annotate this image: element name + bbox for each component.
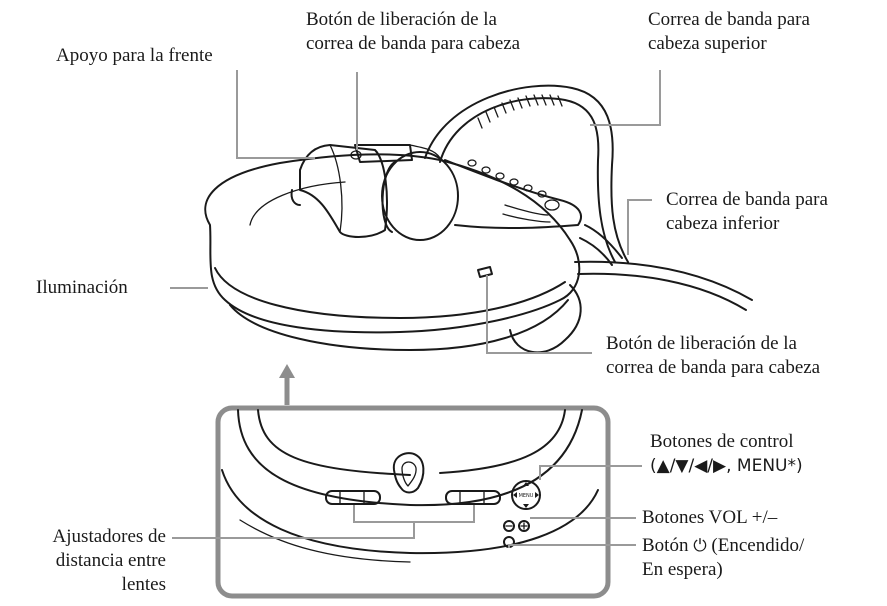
vol-buttons <box>503 520 530 532</box>
label-release-button-bottom: Botón de liberación de la correa de band… <box>606 332 820 380</box>
label-vol-buttons-text: Botones VOL +/– <box>642 507 778 528</box>
leader-forehead-rest <box>236 70 315 159</box>
label-lower-strap-line2: cabeza inferior <box>666 213 780 234</box>
leader-lens-adjusters <box>172 522 415 539</box>
headset-top-view <box>204 84 753 354</box>
label-upper-head-strap: Correa de banda para cabeza superior <box>648 8 810 56</box>
label-forehead-rest: Apoyo para la frente <box>56 44 213 68</box>
leader-lines-top <box>170 70 661 354</box>
leader-lines-bottom <box>172 465 642 548</box>
side-adjust-plate <box>444 159 582 230</box>
label-lower-head-strap: Correa de banda para cabeza inferior <box>666 188 828 236</box>
label-power-line2: En espera) <box>642 559 723 580</box>
label-power-button: Botón ⏻ (Encendido/ En espera) <box>642 534 804 582</box>
lens-adjuster-left <box>325 490 381 505</box>
label-control-buttons-line2: (▲/▼/◀/▶, MENU*) <box>650 456 803 476</box>
label-lens-adjusters: Ajustadores de distancia entre lentes <box>6 525 166 597</box>
label-lens-adjusters-line3: lentes <box>121 574 166 595</box>
label-upper-strap-line1: Correa de banda para <box>648 9 810 30</box>
leader-release-bottom <box>486 275 592 354</box>
upper-head-strap <box>439 97 616 263</box>
label-power-word: Botón <box>642 535 689 556</box>
leader-lower-strap <box>627 199 652 255</box>
label-illumination: Iluminación <box>36 276 128 300</box>
forehead-rest-shape <box>299 144 388 238</box>
lower-head-strap <box>584 224 623 259</box>
callout-frame <box>215 405 611 599</box>
lens-adjuster-right <box>445 490 501 505</box>
main-body <box>204 153 581 334</box>
top-release-button <box>354 144 413 163</box>
leader-upper-strap <box>590 70 661 126</box>
label-vol-buttons: Botones VOL +/– <box>642 506 777 530</box>
label-forehead-rest-text: Apoyo para la frente <box>56 45 213 66</box>
label-release-top-line2: correa de banda para cabeza <box>306 33 521 54</box>
label-release-button-top: Botón de liberación de la correa de band… <box>306 8 520 56</box>
label-power-line1: Botón ⏻ (Encendido/ <box>642 534 804 558</box>
leader-lens-bracket <box>353 505 475 523</box>
label-control-buttons: Botones de control (▲/▼/◀/▶, MENU*) <box>650 430 803 478</box>
label-lower-strap-line1: Correa de banda para <box>666 189 828 210</box>
rear-pad <box>509 284 582 354</box>
label-lens-adjusters-line2: distancia entre <box>55 550 166 571</box>
label-release-bottom-line2: correa de banda para cabeza <box>606 357 821 378</box>
label-illumination-text: Iluminación <box>36 277 128 298</box>
label-power-line1-rest: (Encendido/ <box>711 535 805 556</box>
cable <box>574 260 753 301</box>
leader-power-button <box>508 544 636 548</box>
lens-barrel <box>381 151 459 241</box>
control-pad: MENU <box>511 480 541 510</box>
label-lens-adjusters-line1: Ajustadores de <box>52 526 166 547</box>
leader-control-buttons <box>539 465 642 480</box>
label-upper-strap-line2: cabeza superior <box>648 33 767 54</box>
menu-mark: MENU <box>519 493 534 499</box>
power-icon: ⏻ <box>693 536 707 556</box>
label-release-top-line1: Botón de liberación de la <box>306 9 497 30</box>
bottom-release-button <box>477 266 493 278</box>
label-control-buttons-line1: Botones de control <box>650 431 794 452</box>
callout-arrow <box>279 364 295 405</box>
underside-callout: MENU <box>215 405 611 599</box>
nose-notch <box>392 452 425 494</box>
label-release-bottom-line1: Botón de liberación de la <box>606 333 797 354</box>
